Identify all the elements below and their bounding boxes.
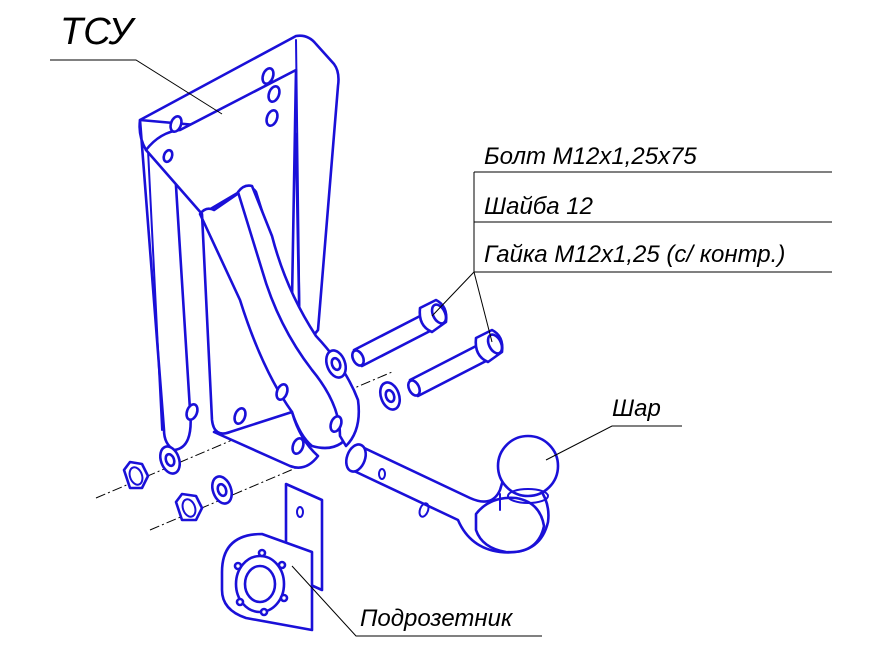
- labels: ТСУ Болт М12х1,25х75 Шайба 12 Гайка М12х…: [60, 11, 785, 632]
- label-washer: Шайба 12: [484, 193, 593, 220]
- tsu-bracket: [138, 34, 361, 469]
- bolt-lower: [406, 328, 504, 398]
- label-bolt: Болт М12х1,25х75: [484, 143, 697, 170]
- washer-4: [210, 475, 234, 505]
- label-ball: Шар: [612, 395, 661, 422]
- washers: [158, 349, 402, 505]
- washer-3: [158, 445, 182, 475]
- nut-lower: [174, 492, 204, 522]
- socket-bracket: [220, 482, 324, 632]
- nut-upper: [122, 460, 150, 490]
- washer-1: [324, 349, 348, 379]
- label-nut: Гайка М12х1,25 (с/ контр.): [484, 241, 785, 268]
- washer-2: [378, 381, 402, 411]
- nuts: [122, 460, 204, 522]
- bolt-upper: [350, 298, 448, 368]
- label-tsu: ТСУ: [60, 11, 137, 53]
- leader-lines: [50, 59, 832, 637]
- tow-ball-assembly: [344, 434, 560, 554]
- label-socket-bracket: Подрозетник: [360, 605, 514, 632]
